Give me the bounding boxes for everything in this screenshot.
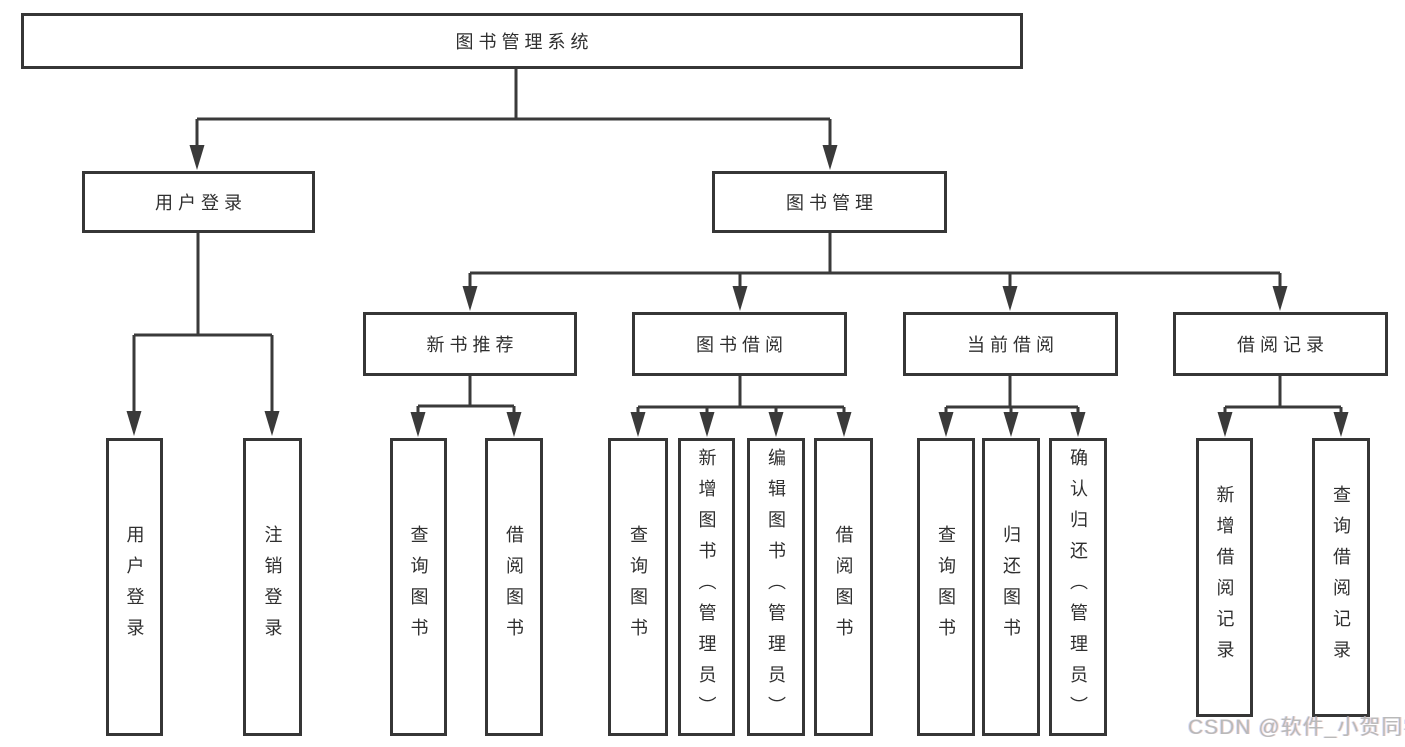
connector-user-login-to-leaves [132,233,274,414]
leaf-login-user-login: 用户登录 [106,438,163,736]
arrow-to-leaf-borrowing-query [630,412,646,437]
node-user-login: 用户登录 [82,171,315,233]
arrow-to-leaf-records-add [1217,412,1233,437]
leaf-recommend-borrow-books: 借阅图书 [485,438,543,736]
arrow-to-borrowing-records [1272,286,1288,311]
connector-new-book-recommendation-to-leaves [416,376,516,417]
arrow-to-leaf-logout [264,411,280,436]
leaf-label: 编辑图书（管理员） [766,447,786,727]
connector-current-borrowing-to-leaves [944,376,1080,417]
arrowheads [126,145,1349,437]
leaf-records-add-borrow-record: 新增借阅记录 [1196,438,1253,717]
arrow-to-leaf-borrowing-add [699,412,715,437]
leaf-label: 用户登录 [124,525,145,649]
arrow-to-leaf-current-confirm [1070,412,1086,437]
leaf-label: 借阅图书 [833,525,854,649]
leaf-current-query-books: 查询图书 [917,438,975,736]
connector-root-to-branches [195,69,832,150]
leaf-recommend-query-books: 查询图书 [390,438,447,736]
csdn-watermark: CSDN @软件_小贺同学 [1188,716,1405,739]
leaf-label: 查询图书 [936,525,956,649]
arrow-to-leaf-current-query [938,412,954,437]
arrow-to-leaf-user-login [126,411,142,436]
connector-book-borrowing-to-leaves [636,376,846,417]
leaf-label: 注销登录 [262,525,283,649]
leaf-login-logout: 注销登录 [243,438,302,736]
leaf-current-confirm-return-admin: 确认归还（管理员） [1049,438,1107,736]
leaf-borrowing-add-books-admin: 新增图书（管理员） [678,438,735,736]
leaf-label: 确认归还（管理员） [1068,447,1088,727]
arrow-to-book-management [822,145,838,170]
node-new-book-recommendation: 新书推荐 [363,312,577,376]
arrow-to-leaf-borrowing-borrow [836,412,852,437]
arrow-to-new-book-recommendation [462,286,478,311]
leaf-label: 归还图书 [1001,525,1021,649]
node-borrowing-records: 借阅记录 [1173,312,1388,376]
arrow-to-user-login [189,145,205,170]
leaf-label: 查询图书 [408,525,429,649]
arrow-to-leaf-records-query [1333,412,1349,437]
leaf-label: 查询借阅记录 [1331,484,1351,671]
arrow-to-book-borrowing [732,286,748,311]
leaf-label: 借阅图书 [504,525,524,649]
leaf-borrowing-query-books: 查询图书 [608,438,668,736]
leaf-borrowing-borrow-books: 借阅图书 [814,438,873,736]
node-book-borrowing: 图书借阅 [632,312,847,376]
leaf-records-query-borrow-record: 查询借阅记录 [1312,438,1370,717]
arrow-to-current-borrowing [1002,286,1018,311]
node-root-system: 图书管理系统 [21,13,1023,69]
leaf-borrowing-edit-books-admin: 编辑图书（管理员） [747,438,805,736]
leaf-label: 新增图书（管理员） [696,447,717,727]
leaf-current-return-books: 归还图书 [982,438,1040,736]
node-current-borrowing: 当前借阅 [903,312,1118,376]
connector-book-management-to-modules [468,233,1282,290]
leaf-label: 新增借阅记录 [1214,484,1235,671]
arrow-to-leaf-recommend-borrow [506,412,522,437]
node-book-management: 图书管理 [712,171,947,233]
leaf-label: 查询图书 [628,525,648,649]
arrow-to-leaf-recommend-query [410,412,426,437]
arrow-to-leaf-current-return [1003,412,1019,437]
connector-borrowing-records-to-leaves [1223,376,1343,417]
arrow-to-leaf-borrowing-edit [768,412,784,437]
